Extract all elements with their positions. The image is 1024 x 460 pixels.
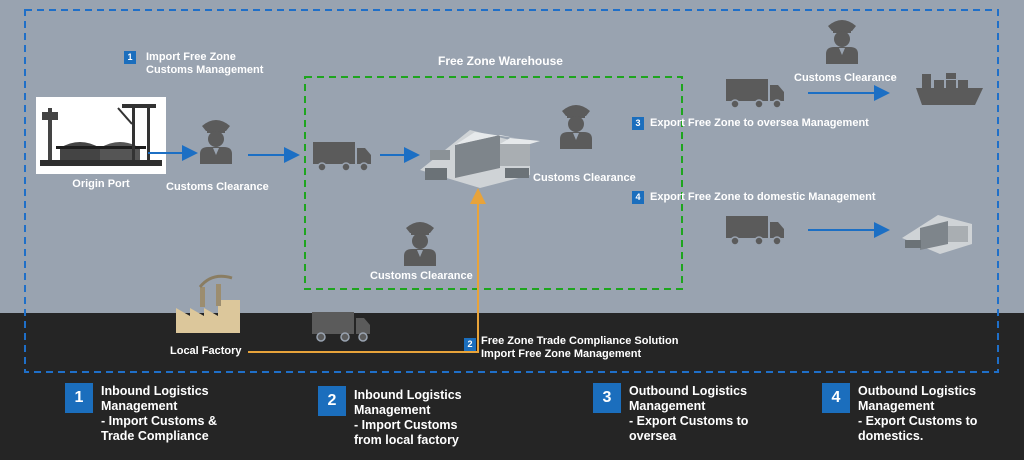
truck-icon <box>311 311 371 342</box>
legend-1-line1: Inbound Logistics <box>101 384 209 398</box>
customs-clearance-label: Customs Clearance <box>166 181 269 193</box>
customs-officer-icon <box>200 120 232 164</box>
customs-officer-icon <box>560 105 592 149</box>
warehouse-dashed-border <box>304 76 683 290</box>
legend-4-line4: domestics. <box>858 429 924 443</box>
truck-icon <box>725 78 785 109</box>
step-4-label: Export Free Zone to domestic Management <box>650 191 876 203</box>
legend-3-line1: Outbound Logistics <box>629 384 748 398</box>
legend-3-badge: 3 <box>593 383 621 413</box>
step-1-line1: Import Free Zone <box>146 51 236 63</box>
legend-1-line4: Trade Compliance <box>101 429 209 443</box>
ship-icon <box>916 73 983 105</box>
factory-flow-line <box>248 188 486 353</box>
customs-clearance-label: Customs Clearance <box>533 172 636 184</box>
legend-3-text: Outbound Logistics Management - Export C… <box>629 384 748 444</box>
legend-4-line2: Management <box>858 399 935 413</box>
legend-3-line2: Management <box>629 399 706 413</box>
legend-2-line2: Management <box>354 403 431 417</box>
legend-1-line2: Management <box>101 399 178 413</box>
port-terminal-icon <box>36 97 166 174</box>
legend-4-line1: Outbound Logistics <box>858 384 977 398</box>
customs-officer-icon <box>826 20 858 64</box>
legend-2-badge: 2 <box>318 386 346 416</box>
legend-2-line3: - Import Customs <box>354 418 458 432</box>
step-4-badge: 4 <box>632 191 644 204</box>
legend-2-text: Inbound Logistics Management - Import Cu… <box>354 388 462 448</box>
legend-4-line3: - Export Customs to <box>858 414 978 428</box>
outer-dashed-border <box>24 9 999 373</box>
legend-1-badge: 1 <box>65 383 93 413</box>
step-1-label: Import Free Zone Customs Management <box>146 51 263 77</box>
legend-1-line3: - Import Customs & <box>101 414 217 428</box>
legend-1-text: Inbound Logistics Management - Import Cu… <box>101 384 217 444</box>
step-2-line2: Import Free Zone Management <box>481 348 642 360</box>
legend-3-line3: - Export Customs to <box>629 414 749 428</box>
customs-clearance-label: Customs Clearance <box>370 270 473 282</box>
legend-2-line1: Inbound Logistics <box>354 388 462 402</box>
step-1-badge: 1 <box>124 51 136 64</box>
warehouse-title: Free Zone Warehouse <box>438 54 563 68</box>
legend-2-line4: from local factory <box>354 433 459 447</box>
step-2-badge: 2 <box>464 338 476 351</box>
origin-port-label: Origin Port <box>72 178 130 190</box>
legend-4-text: Outbound Logistics Management - Export C… <box>858 384 977 444</box>
customs-clearance-label: Customs Clearance <box>794 72 897 84</box>
step-3-badge: 3 <box>632 117 644 130</box>
lower-background <box>0 313 1024 460</box>
step-1-line2: Customs Management <box>146 64 264 76</box>
truck-icon <box>312 141 372 172</box>
step-3-label: Export Free Zone to oversea Management <box>650 117 869 129</box>
warehouse-icon <box>902 215 972 254</box>
warehouse-icon <box>420 130 540 188</box>
local-factory-label: Local Factory <box>170 345 242 357</box>
legend-3-line4: oversea <box>629 429 677 443</box>
factory-icon <box>176 274 240 333</box>
customs-officer-icon <box>404 222 436 266</box>
step-2-label: Free Zone Trade Compliance Solution Impo… <box>481 335 678 361</box>
legend-4-badge: 4 <box>822 383 850 413</box>
step-2-line1: Free Zone Trade Compliance Solution <box>481 335 679 347</box>
truck-icon <box>725 215 785 246</box>
